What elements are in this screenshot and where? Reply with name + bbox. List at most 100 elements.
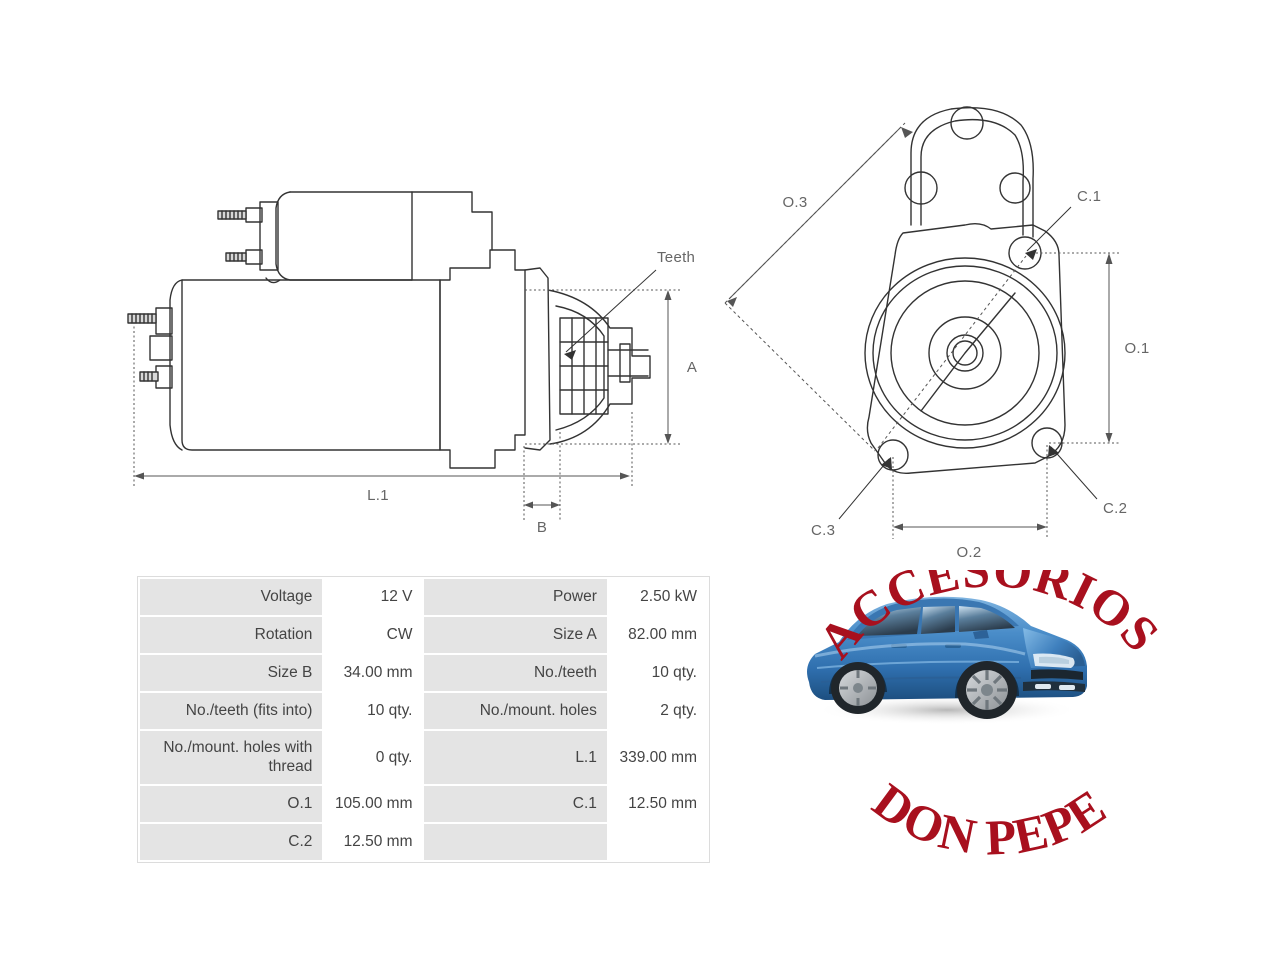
- spec-label: No./teeth: [424, 655, 607, 691]
- spec-value: 12.50 mm: [608, 785, 707, 822]
- dim-ext-o3-lower: [724, 302, 876, 452]
- arrow-o1-top: [1105, 253, 1113, 264]
- spec-value: CW: [324, 617, 423, 653]
- table-row: Rotation CW Size A 82.00 mm: [140, 617, 707, 653]
- solenoid-cap: [259, 201, 279, 271]
- pinion-teeth-ribs: [571, 317, 597, 415]
- o2-label: O.2: [956, 544, 981, 561]
- spec-value: 12 V: [324, 579, 423, 615]
- spec-label: Voltage: [140, 579, 323, 615]
- mount-hole-c2: [1031, 427, 1063, 459]
- starter-motor-end-view-drawing: O.3 O.1 O.2 C.1 C.2 C.3: [715, 95, 1190, 575]
- c3-leader-line: [838, 458, 890, 520]
- spec-value: 105.00 mm: [324, 785, 423, 822]
- teeth-label: Teeth: [657, 249, 695, 266]
- shaft-bore-inner: [952, 340, 978, 366]
- brand-logo: ACCESORIOS DON PEPE: [795, 570, 1185, 870]
- spec-label-empty: [424, 823, 607, 860]
- window-front-door: [959, 606, 1015, 632]
- logo-text-top: ACCESORIOS: [807, 570, 1171, 669]
- housing-circle-outer: [864, 257, 1066, 449]
- c3-label: C.3: [811, 522, 835, 539]
- solenoid-outline-inner: [920, 118, 1025, 236]
- output-shaft: [607, 349, 649, 377]
- nose-cone-outer: [547, 289, 651, 445]
- fog-light-right: [1059, 685, 1075, 690]
- headlight-inner: [1039, 656, 1069, 664]
- arrow-o3-top: [901, 127, 913, 138]
- dim-line-o3: [728, 126, 902, 300]
- nose-cone-inner: [555, 305, 605, 431]
- table-row: No./teeth (fits into) 10 qty. No./mount.…: [140, 693, 707, 729]
- spec-label: No./teeth (fits into): [140, 693, 323, 729]
- c1-leader-arrow: [1025, 249, 1037, 260]
- spec-label: Size B: [140, 655, 323, 691]
- c1-leader-line: [1026, 206, 1072, 252]
- body-highlight: [814, 642, 1026, 658]
- shaft-bore-outer: [946, 334, 984, 372]
- length-l1-label: L.1: [367, 487, 389, 504]
- starter-motor-side-view-drawing: Teeth A B L.1: [120, 150, 720, 550]
- mount-hole-c3: [877, 439, 909, 471]
- solenoid-terminal-hole-top: [950, 106, 984, 140]
- arrow-b-right: [551, 501, 560, 509]
- size-b-label: B: [537, 519, 547, 536]
- motor-body-left-cap: [169, 279, 183, 451]
- spec-label: No./mount. holes with thread: [140, 731, 323, 784]
- arrow-a-bottom: [664, 434, 672, 444]
- spec-label: No./mount. holes: [424, 693, 607, 729]
- spec-value: 34.00 mm: [324, 655, 423, 691]
- solenoid-to-housing-link: [411, 191, 493, 251]
- spec-value: 82.00 mm: [608, 617, 707, 653]
- housing-flange-outline: [866, 222, 1066, 474]
- spec-value: 2 qty.: [608, 693, 707, 729]
- spec-value: 12.50 mm: [324, 823, 423, 860]
- housing-circle-outer-2: [872, 265, 1058, 441]
- size-a-label: A: [687, 359, 697, 376]
- motor-body: [181, 279, 441, 451]
- window-rear-quarter: [857, 607, 921, 636]
- spec-value: 0 qty.: [324, 731, 423, 784]
- spec-label: Power: [424, 579, 607, 615]
- table-row: C.2 12.50 mm: [140, 823, 707, 860]
- side-mirror: [973, 630, 989, 639]
- table-row: No./mount. holes with thread 0 qty. L.1 …: [140, 731, 707, 784]
- arrow-l1-left: [134, 472, 144, 480]
- solenoid-outline: [910, 107, 1034, 238]
- specification-table: Voltage 12 V Power 2.50 kW Rotation CW S…: [137, 576, 710, 863]
- logo-text-bottom: DON PEPE: [863, 772, 1116, 865]
- spec-table-body: Voltage 12 V Power 2.50 kW Rotation CW S…: [140, 579, 707, 860]
- table-row: Voltage 12 V Power 2.50 kW: [140, 579, 707, 615]
- end-cap-boss-2: [149, 335, 173, 361]
- arrow-o1-bottom: [1105, 433, 1113, 443]
- spec-label: L.1: [424, 731, 607, 784]
- spec-label: O.1: [140, 785, 323, 822]
- housing-circle-mid: [890, 280, 1040, 426]
- table-row: O.1 105.00 mm C.1 12.50 mm: [140, 785, 707, 822]
- through-bolt-1: [127, 313, 157, 324]
- solenoid-body: [275, 191, 413, 281]
- teeth-leader-arrow: [564, 350, 576, 360]
- spec-label: C.2: [140, 823, 323, 860]
- spec-label: Rotation: [140, 617, 323, 653]
- c3-leader-arrow: [881, 457, 892, 469]
- solenoid-boot: [265, 277, 281, 284]
- teeth-leader-line: [565, 269, 657, 353]
- arrow-o3-bottom: [727, 297, 737, 307]
- solenoid-terminal-hole-right: [999, 172, 1031, 204]
- wheel-front: [957, 661, 1017, 719]
- solenoid-terminal-stud-1: [217, 210, 247, 220]
- arrow-o2-left: [893, 523, 903, 531]
- o3-label: O.3: [782, 194, 807, 211]
- o1-label: O.1: [1124, 340, 1149, 357]
- fog-light-left: [1035, 684, 1051, 689]
- window-rear-door: [921, 606, 955, 634]
- front-grille: [1031, 669, 1083, 680]
- housing-circle-hub: [928, 316, 1002, 390]
- spec-value-empty: [608, 823, 707, 860]
- arrow-b-left: [524, 501, 533, 509]
- shaft-collar: [619, 343, 631, 383]
- spec-value: 2.50 kW: [608, 579, 707, 615]
- through-bolt-2: [139, 371, 159, 382]
